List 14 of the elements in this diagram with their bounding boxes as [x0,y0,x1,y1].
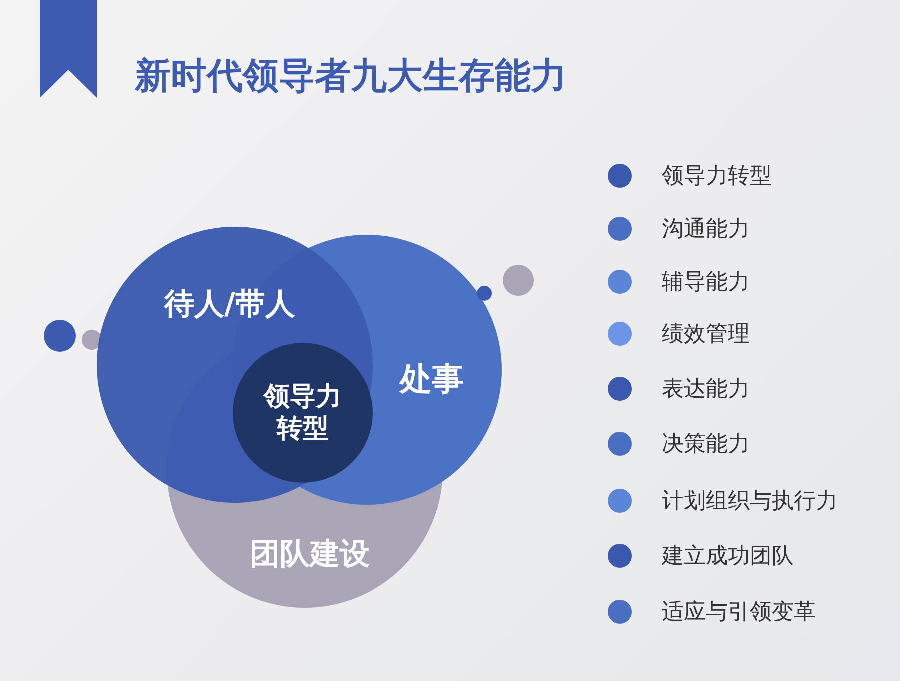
circle-label: 团队建设 [249,536,371,573]
legend-text: 沟通能力 [662,216,750,244]
legend-text: 计划组织与执行力 [662,488,838,516]
legend-text: 辅导能力 [662,269,750,297]
legend-text: 表达能力 [662,376,750,404]
title: 新时代领导者九大生存能力 [135,55,567,99]
legend-text: 适应与引领变革 [662,599,816,627]
legend-text: 领导力转型 [662,163,772,191]
circle-label: 领导力转型 [262,380,343,446]
legend-text: 绩效管理 [662,321,750,349]
circle-label: 处事 [398,359,465,400]
legend-text: 决策能力 [662,431,750,459]
circle-label: 待人/带人 [163,286,296,323]
legend-text: 建立成功团队 [662,543,794,571]
